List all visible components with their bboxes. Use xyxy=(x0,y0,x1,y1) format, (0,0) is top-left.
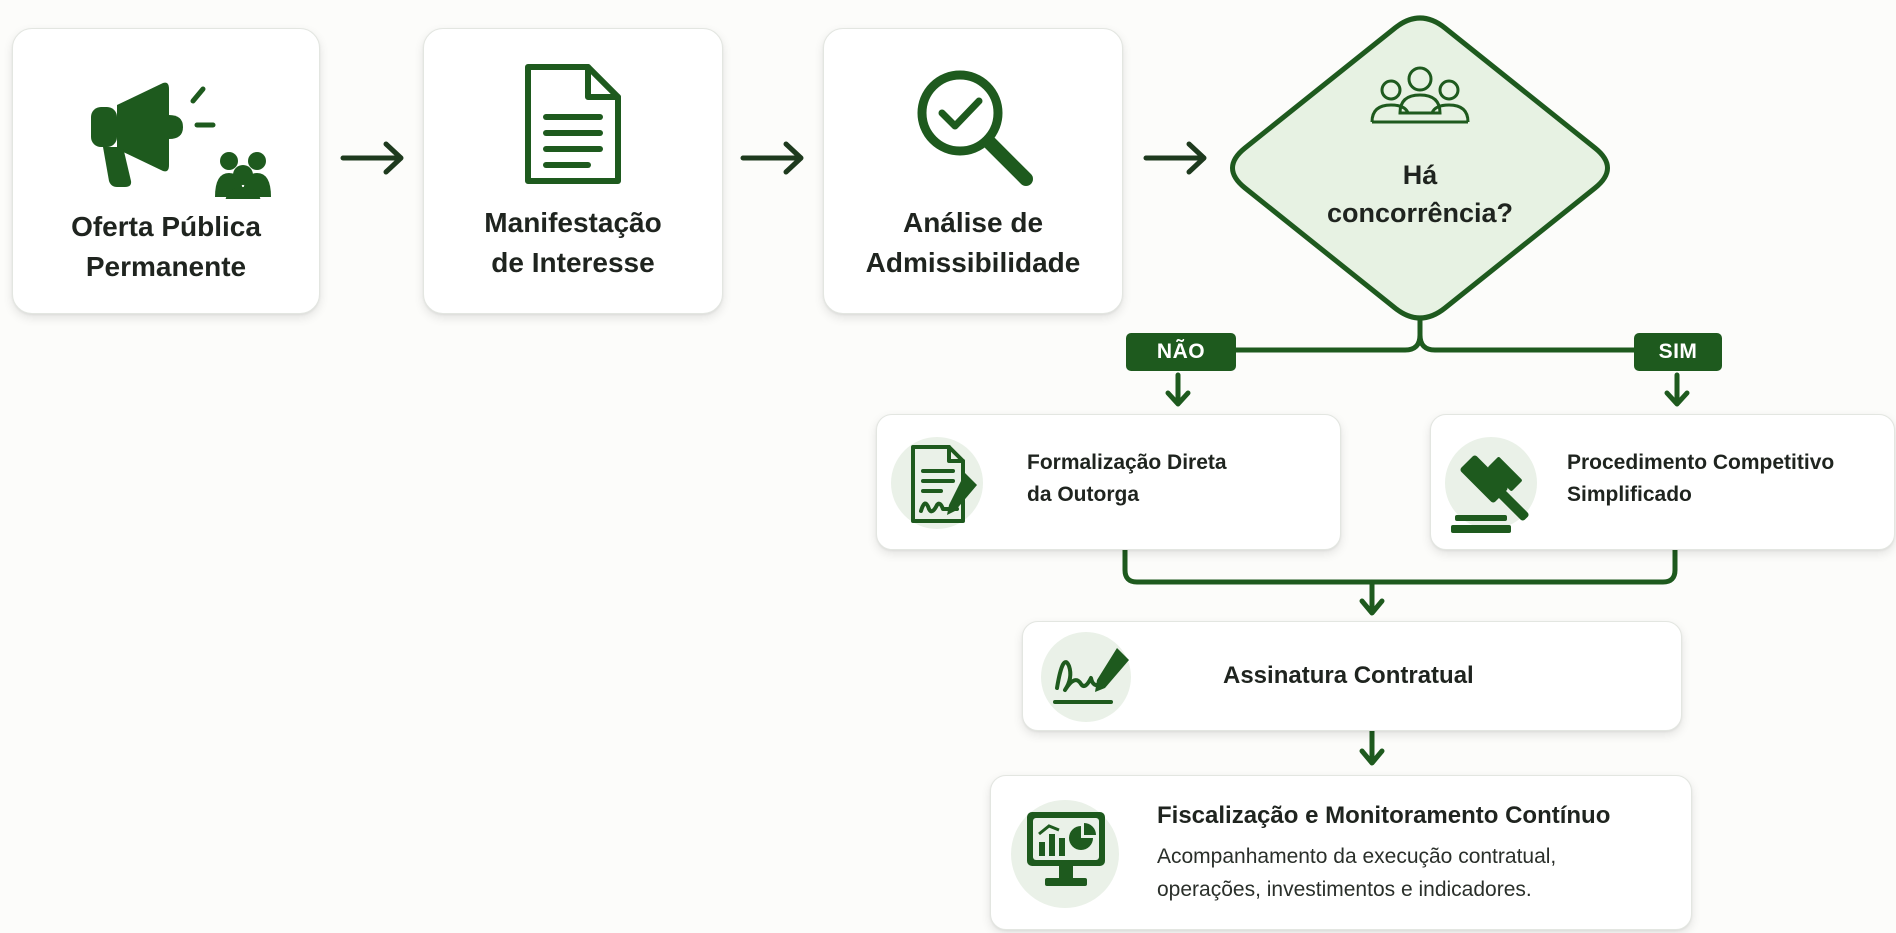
branch-formalizacao-card: Formalização Direta da Outorga xyxy=(876,414,1341,550)
decision-diamond xyxy=(1230,15,1610,321)
monitor-chart-icon xyxy=(1027,812,1105,897)
badge-sim: SIM xyxy=(1634,333,1722,371)
badge-nao: NÃO xyxy=(1126,333,1236,371)
document-icon xyxy=(518,59,628,189)
decision-question: Há concorrência? xyxy=(1326,160,1514,228)
branch-formalizacao-label: Formalização Direta da Outorga xyxy=(1027,451,1227,506)
step-manifestacao-card: Manifestação de Interesse xyxy=(423,28,723,314)
fiscalizacao-desc: Acompanhamento da execução contratual, o… xyxy=(1157,845,1557,901)
step-manifestacao-label: Manifestação de Interesse xyxy=(484,207,662,278)
arrow-2 xyxy=(740,141,804,175)
arrow-1 xyxy=(340,141,404,175)
assinatura-label: Assinatura Contratual xyxy=(1223,662,1474,689)
magnifier-check-icon xyxy=(908,61,1038,191)
fiscalizacao-card: Fiscalização e Monitoramento Contínuo Ac… xyxy=(990,775,1692,930)
assinatura-card: Assinatura Contratual xyxy=(1022,621,1682,731)
fiscalizacao-title: Fiscalização e Monitoramento Contínuo xyxy=(1157,802,1611,829)
step-oferta-card: Oferta Pública Permanente xyxy=(12,28,320,314)
branch-procedimento-label: Procedimento Competitivo Simplificado xyxy=(1567,451,1835,506)
gavel-icon xyxy=(1451,439,1551,540)
step-analise-card: Análise de Admissibilidade xyxy=(823,28,1123,314)
signature-pen-icon xyxy=(1051,644,1135,715)
megaphone-people-icon xyxy=(51,69,281,199)
step-analise-label: Análise de Admissibilidade xyxy=(865,207,1081,278)
branch-procedimento-card: Procedimento Competitivo Simplificado xyxy=(1430,414,1895,550)
document-signature-icon xyxy=(907,443,987,532)
step-oferta-label: Oferta Pública Permanente xyxy=(71,211,261,282)
arrow-3 xyxy=(1143,141,1207,175)
branch-lines xyxy=(1122,317,1690,766)
assinatura-icon-bg xyxy=(1041,632,1131,722)
group-people-icon xyxy=(1370,66,1470,124)
